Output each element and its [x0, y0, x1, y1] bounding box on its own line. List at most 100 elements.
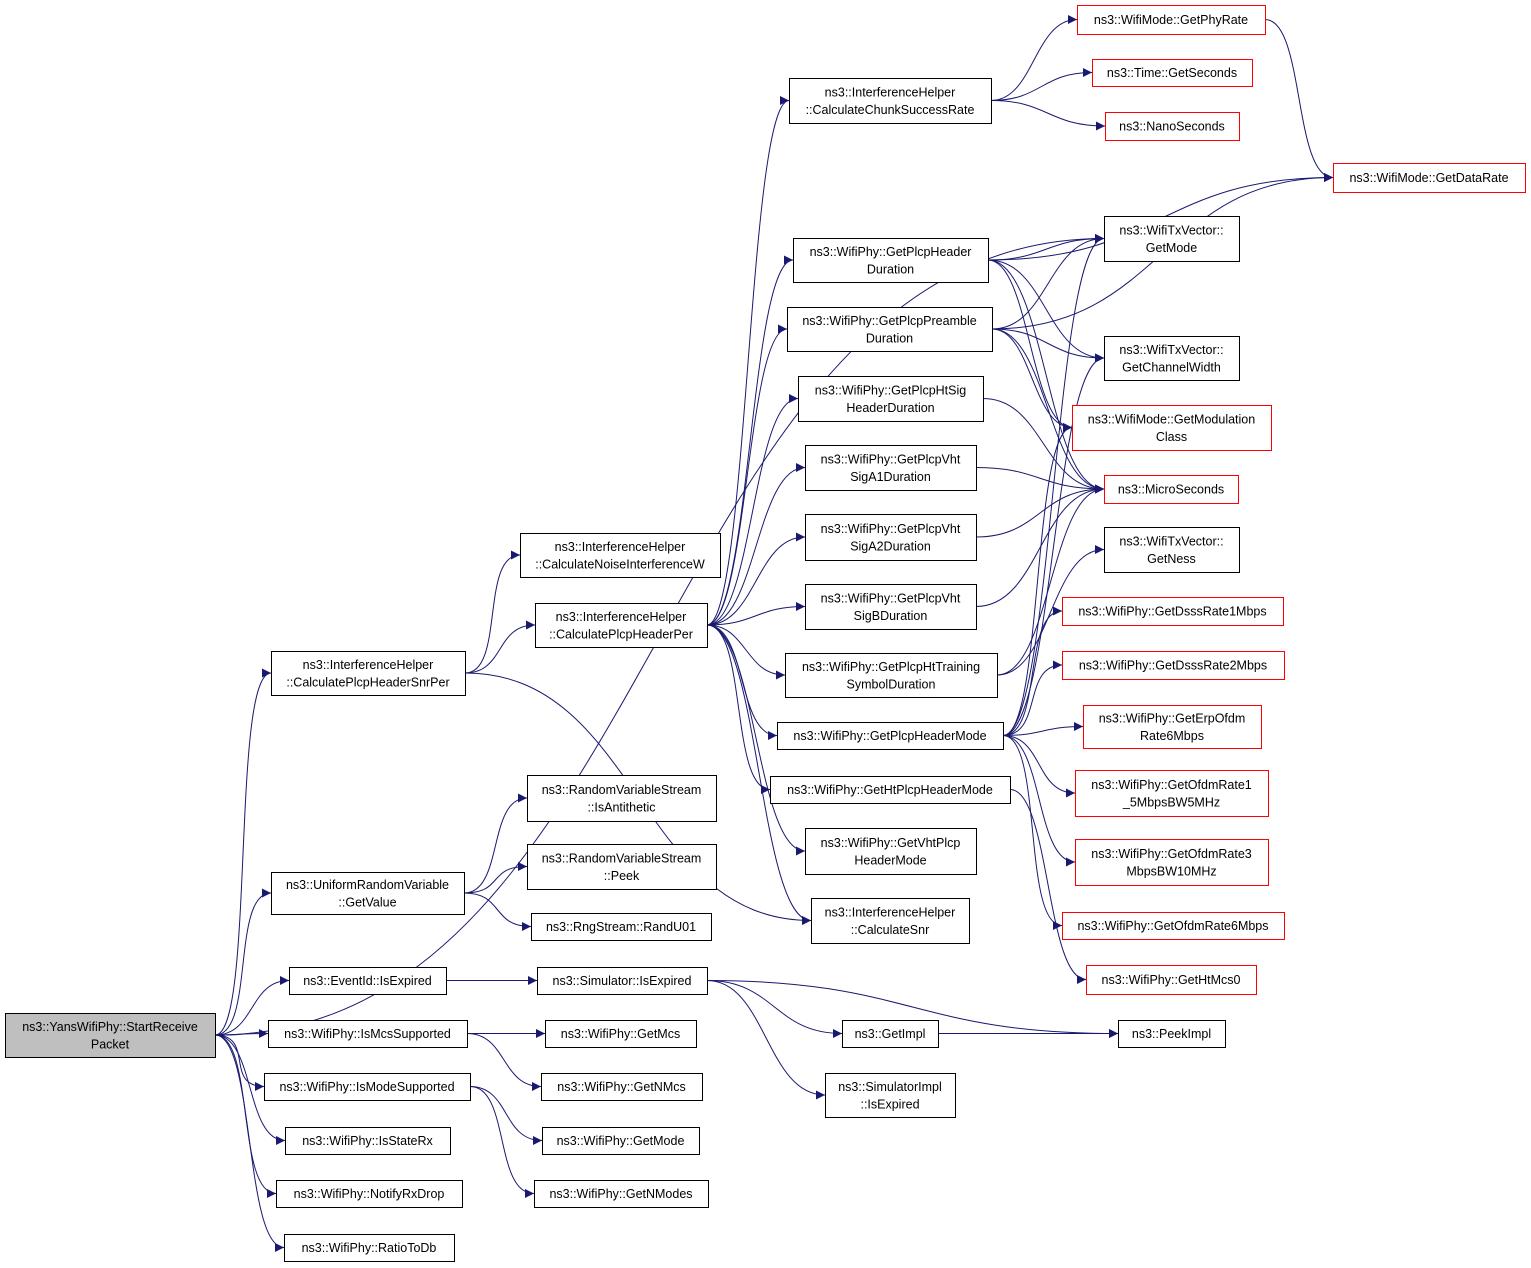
node-get-seconds[interactable]: ns3::Time::GetSeconds — [1092, 59, 1253, 87]
node-box — [1104, 336, 1240, 381]
node-get-impl[interactable]: ns3::GetImpl — [842, 1020, 939, 1048]
edge-plcp-header-per-to-chunk-success — [706, 96, 790, 626]
edge-start-to-uniform-get — [214, 888, 272, 1036]
edge-plcp-header-per-to-ht-sig-dur — [706, 394, 799, 626]
node-box — [1072, 405, 1272, 451]
node-chunk-success[interactable]: ns3::InterferenceHelper::CalculateChunkS… — [789, 78, 992, 124]
edge-plcp-header-mode-to-tx-get-channel-width — [1002, 353, 1105, 736]
node-tx-get-channel-width[interactable]: ns3::WifiTxVector::GetChannelWidth — [1104, 336, 1240, 381]
node-label: ns3::WifiPhy::GetOfdmRate1 — [1091, 778, 1252, 792]
node-phy-get-mode[interactable]: ns3::WifiPhy::GetMode — [542, 1127, 700, 1155]
node-get-phy-rate[interactable]: ns3::WifiMode::GetPhyRate — [1077, 5, 1266, 35]
node-label: GetChannelWidth — [1122, 360, 1221, 374]
edge-vht-b-to-micro-seconds — [975, 484, 1105, 607]
edge-snr-per-to-plcp-header-per — [464, 620, 536, 674]
node-label: ::CalculateSnr — [851, 923, 930, 937]
edge-ht-plcp-header-mode-to-ht-mcs0 — [1009, 789, 1087, 984]
node-sim-impl-is-expired[interactable]: ns3::SimulatorImpl::IsExpired — [825, 1073, 956, 1118]
node-label: ns3::WifiPhy::GetPlcpHtTraining — [802, 660, 980, 674]
node-rand-u01[interactable]: ns3::RngStream::RandU01 — [531, 913, 712, 941]
node-notify-rx-drop[interactable]: ns3::WifiPhy::NotifyRxDrop — [276, 1180, 463, 1208]
node-box — [1075, 770, 1269, 817]
node-plcp-header-mode[interactable]: ns3::WifiPhy::GetPlcpHeaderMode — [777, 722, 1004, 750]
node-noise-interf[interactable]: ns3::InterferenceHelper::CalculateNoiseI… — [520, 533, 721, 578]
node-dsss1[interactable]: ns3::WifiPhy::GetDsssRate1Mbps — [1062, 597, 1284, 626]
node-get-nmcs[interactable]: ns3::WifiPhy::GetNMcs — [541, 1073, 703, 1101]
node-ofdm1-5[interactable]: ns3::WifiPhy::GetOfdmRate1_5MbpsBW5MHz — [1075, 770, 1269, 817]
node-label: ns3::WifiPhy::GetMode — [557, 1134, 685, 1148]
edge-plcp-header-mode-to-erp-ofdm6 — [1002, 722, 1084, 736]
node-sim-is-expired[interactable]: ns3::Simulator::IsExpired — [537, 967, 708, 995]
node-label: ns3::GetImpl — [855, 1027, 926, 1041]
node-box — [842, 1020, 939, 1048]
node-label: ns3::WifiPhy::NotifyRxDrop — [294, 1187, 445, 1201]
node-is-mcs-supported[interactable]: ns3::WifiPhy::IsMcsSupported — [268, 1020, 468, 1048]
nodes-layer: ns3::YansWifiPhy::StartReceivePacketns3:… — [5, 5, 1526, 1262]
node-peek[interactable]: ns3::RandomVariableStream::Peek — [527, 844, 717, 890]
node-box — [1105, 112, 1240, 141]
node-label: GetMode — [1146, 241, 1197, 255]
edge-plcp-header-per-to-ht-plcp-header-mode — [706, 624, 771, 794]
node-label: SigA1Duration — [850, 470, 931, 484]
node-label: ns3::WifiPhy::GetVhtPlcp — [821, 836, 961, 850]
node-dsss2[interactable]: ns3::WifiPhy::GetDsssRate2Mbps — [1062, 651, 1285, 680]
node-peek-impl[interactable]: ns3::PeekImpl — [1118, 1020, 1226, 1048]
node-box — [1118, 1020, 1226, 1048]
node-is-state-rx[interactable]: ns3::WifiPhy::IsStateRx — [285, 1127, 451, 1155]
node-get-nmodes[interactable]: ns3::WifiPhy::GetNModes — [534, 1180, 709, 1208]
node-calc-snr[interactable]: ns3::InterferenceHelper::CalculateSnr — [811, 898, 970, 944]
node-get-mcs[interactable]: ns3::WifiPhy::GetMcs — [545, 1020, 697, 1048]
node-ht-training[interactable]: ns3::WifiPhy::GetPlcpHtTrainingSymbolDur… — [785, 653, 998, 698]
node-micro-seconds[interactable]: ns3::MicroSeconds — [1104, 475, 1239, 504]
node-label: ::CalculateChunkSuccessRate — [806, 103, 975, 117]
node-nano-seconds[interactable]: ns3::NanoSeconds — [1105, 112, 1240, 141]
node-label: MbpsBW10MHz — [1126, 864, 1216, 878]
node-get-data-rate[interactable]: ns3::WifiMode::GetDataRate — [1333, 163, 1526, 193]
node-plcp-header-per[interactable]: ns3::InterferenceHelper::CalculatePlcpHe… — [535, 603, 708, 648]
edge-is-mode-supported-to-get-nmodes — [469, 1086, 535, 1198]
node-box — [276, 1180, 463, 1208]
node-box — [789, 78, 992, 124]
node-ht-mcs0[interactable]: ns3::WifiPhy::GetHtMcs0 — [1086, 965, 1257, 995]
node-label: ns3::MicroSeconds — [1118, 483, 1224, 497]
node-label: ns3::WifiPhy::GetPlcpVht — [821, 522, 961, 536]
edge-plcp-header-per-to-calc-snr — [706, 624, 812, 925]
edge-is-mcs-supported-to-get-nmcs — [466, 1033, 542, 1091]
node-is-antithetic[interactable]: ns3::RandomVariableStream::IsAntithetic — [527, 775, 717, 822]
node-box — [1062, 651, 1285, 680]
node-tx-get-mode[interactable]: ns3::WifiTxVector::GetMode — [1104, 216, 1240, 262]
node-label: ns3::WifiPhy::GetPlcpHeader — [810, 245, 972, 259]
node-ev-is-expired[interactable]: ns3::EventId::IsExpired — [289, 967, 447, 995]
node-ratio-to-db[interactable]: ns3::WifiPhy::RatioToDb — [284, 1234, 455, 1262]
node-ofdm6[interactable]: ns3::WifiPhy::GetOfdmRate6Mbps — [1062, 912, 1285, 940]
node-tx-get-ness[interactable]: ns3::WifiTxVector::GetNess — [1104, 527, 1240, 573]
edge-ht-training-to-tx-get-ness — [996, 545, 1105, 676]
node-label: Duration — [867, 262, 914, 276]
node-box — [1075, 839, 1269, 886]
node-uniform-get[interactable]: ns3::UniformRandomVariable::GetValue — [271, 872, 465, 915]
node-label: ::IsAntithetic — [587, 800, 655, 814]
node-label: ns3::EventId::IsExpired — [303, 974, 432, 988]
node-label: ns3::WifiPhy::GetPlcpVht — [821, 452, 961, 466]
edge-sim-is-expired-to-sim-impl-is-expired — [706, 980, 826, 1100]
edge-is-mode-supported-to-phy-get-mode — [469, 1086, 543, 1145]
node-ht-plcp-header-mode[interactable]: ns3::WifiPhy::GetHtPlcpHeaderMode — [770, 776, 1011, 804]
node-label: ns3::WifiMode::GetModulation — [1088, 412, 1255, 426]
node-box — [5, 1013, 216, 1058]
node-label: ns3::WifiPhy::IsStateRx — [302, 1134, 433, 1148]
node-box — [805, 514, 977, 561]
edge-plcp-header-mode-to-dsss2 — [1002, 660, 1063, 736]
node-snr-per[interactable]: ns3::InterferenceHelper::CalculatePlcpHe… — [271, 651, 466, 696]
node-is-mode-supported[interactable]: ns3::WifiPhy::IsModeSupported — [264, 1073, 471, 1101]
